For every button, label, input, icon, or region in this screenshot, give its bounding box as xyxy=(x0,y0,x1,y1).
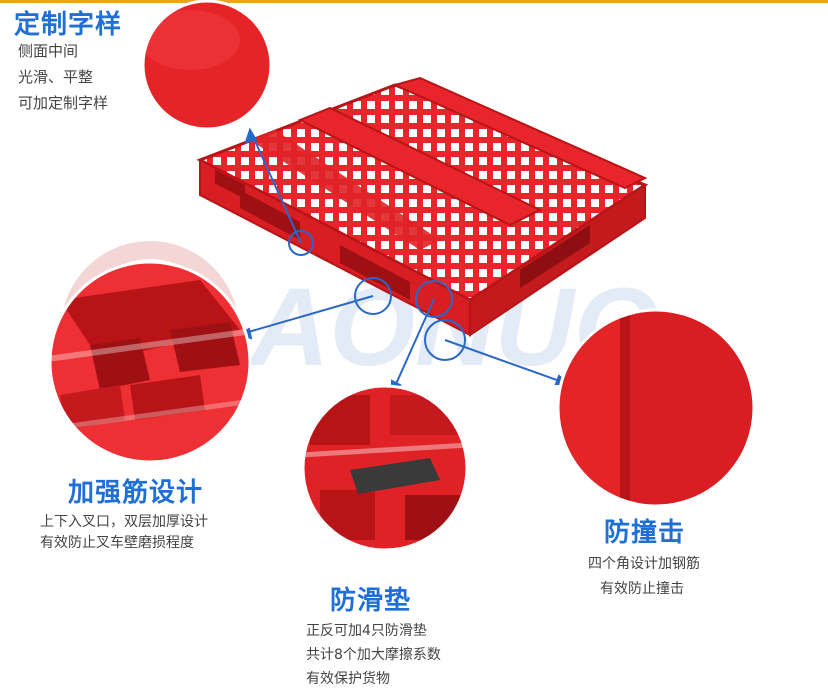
zoom-circle-custom-logo xyxy=(141,0,273,131)
feature-title-anti-slip-pad: 防滑垫 xyxy=(330,586,412,616)
feature-desc-line: 四个角设计加钢筋 xyxy=(588,556,700,572)
zoom-circle-reinforced-ribs xyxy=(48,260,252,464)
callout-marker-pad xyxy=(415,280,453,318)
zoom-circle-anti-collision xyxy=(556,308,756,508)
feature-desc-line: 上下入叉口，双层加厚设计 xyxy=(40,514,208,530)
feature-desc-line: 共计8个加大摩擦系数 xyxy=(306,647,441,663)
feature-desc-line: 侧面中间 xyxy=(18,42,79,60)
callout-marker-rib xyxy=(354,277,392,315)
feature-title-custom-logo: 定制字样 xyxy=(14,10,123,40)
zoom-circle-anti-slip-pad xyxy=(301,384,469,552)
feature-desc-line: 可加定制字样 xyxy=(18,94,109,112)
callout-marker-side xyxy=(288,230,314,256)
feature-desc-line: 有效保护货物 xyxy=(306,671,390,687)
feature-desc-line: 有效防止叉车壁磨损程度 xyxy=(40,535,194,551)
feature-title-anti-collision: 防撞击 xyxy=(604,518,686,548)
feature-title-reinforced-ribs: 加强筋设计 xyxy=(68,478,204,508)
plastic-pallet xyxy=(196,76,649,337)
feature-desc-line: 正反可加4只防滑垫 xyxy=(306,623,427,639)
callout-marker-corner xyxy=(424,319,466,361)
top-accent-bar xyxy=(0,0,828,3)
feature-desc-line: 有效防止撞击 xyxy=(600,581,684,597)
feature-desc-line: 光滑、平整 xyxy=(18,68,94,86)
